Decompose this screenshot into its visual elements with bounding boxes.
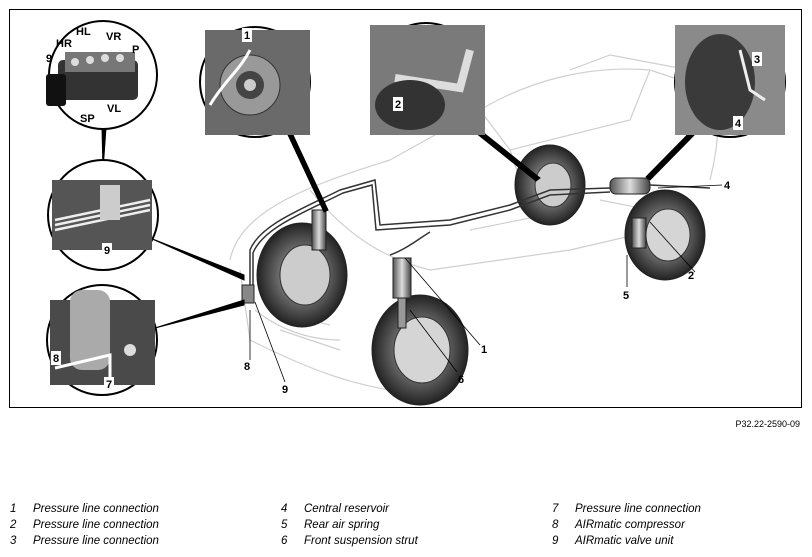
callout-6: 6 xyxy=(458,374,464,386)
valve-label-vl: VL xyxy=(107,103,121,115)
central-reservoir xyxy=(609,177,651,195)
legend-text: Pressure line connection xyxy=(33,535,159,547)
inset-reservoir xyxy=(674,25,786,138)
legend-text: Pressure line connection xyxy=(575,503,701,515)
callout-labels: 1 2 3 4 4 1 2 5 6 7 8 8 9 9 xyxy=(51,28,762,396)
valve-unit-labels: HR HL VR P 9 VL SP xyxy=(46,26,139,125)
legend-text: Pressure line connection xyxy=(33,503,159,515)
figure-reference: P32.22-2590-09 xyxy=(735,419,800,429)
legend-number: 8 xyxy=(552,519,559,531)
pressure-lines xyxy=(249,179,711,288)
vehicle-illustration: HR HL VR P 9 VL SP 1 2 3 4 4 1 2 5 6 7 8… xyxy=(46,20,786,406)
valve-label-hl: HL xyxy=(76,26,91,38)
callout-7-inset: 7 xyxy=(106,379,112,391)
front-right-wheel xyxy=(371,294,469,406)
inset-valve-unit xyxy=(46,20,158,130)
inset-valve-lines xyxy=(47,159,159,271)
front-left-wheel xyxy=(256,222,348,328)
callout-8: 8 xyxy=(244,361,250,373)
legend-number: 3 xyxy=(10,535,17,547)
legend-text: AIRmatic valve unit xyxy=(575,535,674,547)
diagram-frame: HR HL VR P 9 VL SP 1 2 3 4 4 1 2 5 6 7 8… xyxy=(9,9,802,408)
callout-2-inset: 2 xyxy=(395,99,401,111)
legend-text: Rear air spring xyxy=(304,519,380,531)
rear-left-wheel xyxy=(514,144,586,226)
rear-right-wheel xyxy=(624,189,706,281)
callout-9: 9 xyxy=(282,384,288,396)
front-left-strut xyxy=(311,209,327,251)
leader-lines xyxy=(249,184,723,383)
callout-5: 5 xyxy=(623,290,629,302)
callout-9-inset: 9 xyxy=(104,245,110,257)
callout-4-inset: 4 xyxy=(735,118,742,130)
valve-label-9: 9 xyxy=(46,53,52,65)
callout-1: 1 xyxy=(481,344,487,356)
valve-label-p: P xyxy=(132,44,139,56)
valve-label-vr: VR xyxy=(106,31,121,43)
inset-compressor xyxy=(46,284,158,396)
callout-4: 4 xyxy=(724,180,731,192)
legend-number: 9 xyxy=(552,535,559,547)
legend-number: 7 xyxy=(552,503,559,515)
callout-3-inset: 3 xyxy=(754,54,760,66)
callout-8-inset: 8 xyxy=(53,353,59,365)
inset-strut-top xyxy=(199,26,311,138)
inset-connectors xyxy=(101,119,705,329)
rear-air-spring xyxy=(631,217,647,249)
callout-2: 2 xyxy=(688,270,694,282)
valve-label-sp: SP xyxy=(80,113,95,125)
legend-text: Front suspension strut xyxy=(304,535,418,547)
front-suspension-strut xyxy=(392,257,412,329)
airmatic-compressor xyxy=(241,284,255,304)
valve-label-hr: HR xyxy=(56,38,72,50)
legend-number: 2 xyxy=(10,519,17,531)
callout-1-inset: 1 xyxy=(244,30,250,42)
inset-rear-line xyxy=(370,22,485,135)
legend-text: Pressure line connection xyxy=(33,519,159,531)
legend-number: 5 xyxy=(281,519,288,531)
legend: 1 Pressure line connection 2 Pressure li… xyxy=(0,500,812,552)
legend-number: 1 xyxy=(10,503,17,515)
legend-text: Central reservoir xyxy=(304,503,389,515)
legend-number: 6 xyxy=(281,535,288,547)
legend-number: 4 xyxy=(281,503,288,515)
legend-text: AIRmatic compressor xyxy=(575,519,685,531)
